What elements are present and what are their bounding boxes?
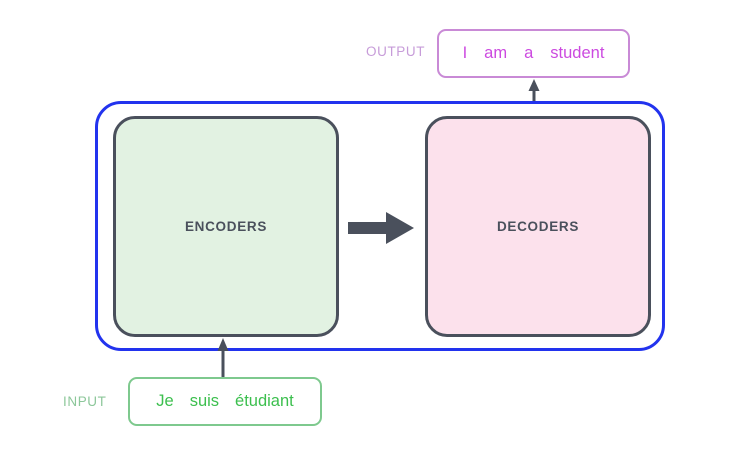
input-token: étudiant [235,392,294,410]
encoders-label: ENCODERS [184,219,268,234]
input-token: suis [189,392,220,410]
input-label: INPUT [63,394,107,409]
decoders-block[interactable]: DECODERS [425,116,651,337]
output-label: OUTPUT [366,44,426,59]
arrow-encoders-to-decoders-icon [348,206,416,250]
decoders-label: DECODERS [496,219,580,234]
arrow-input-to-encoders-icon [209,336,237,380]
output-token: student [550,44,605,62]
input-token: Je [156,392,174,410]
encoders-block[interactable]: ENCODERS [113,116,339,337]
output-token: am [484,44,508,62]
output-token: I [462,44,468,62]
output-token: a [524,44,534,62]
